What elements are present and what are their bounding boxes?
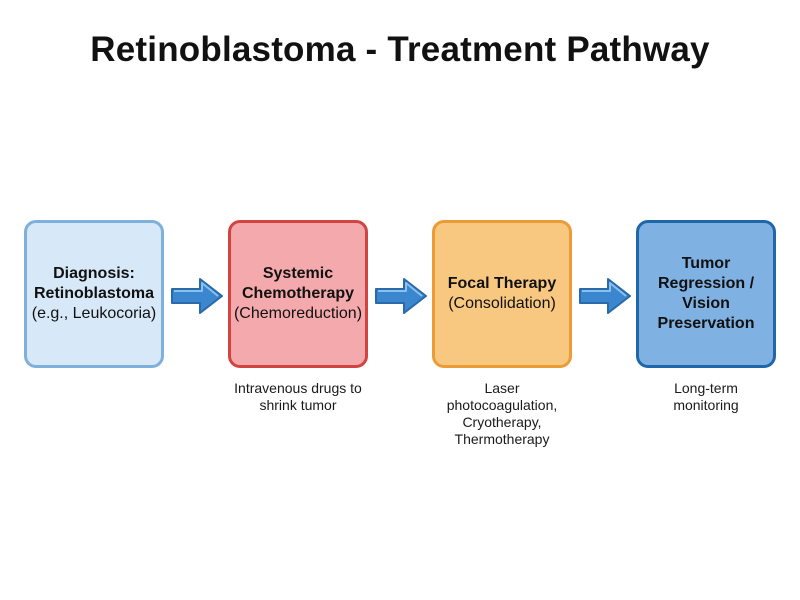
step-diagnosis-subtitle: (e.g., Leukocoria) xyxy=(31,305,157,322)
step-outcome-box: Tumor Regression / Vision Preservation xyxy=(636,220,776,368)
step-focal-therapy-note: Laser photocoagulation, Cryotherapy, The… xyxy=(446,380,558,447)
diagram-title: Retinoblastoma - Treatment Pathway xyxy=(90,30,710,69)
step-focal-therapy-box: Focal Therapy (Consolidation) xyxy=(432,220,572,368)
flow-arrow-icon xyxy=(171,278,223,314)
flow-arrow-icon xyxy=(375,278,427,314)
step-focal-therapy-heading: Focal Therapy xyxy=(447,275,557,292)
step-focal-therapy-subtitle: (Consolidation) xyxy=(448,295,556,312)
step-chemotherapy-note: Intravenous drugs to shrink tumor xyxy=(234,380,362,413)
step-chemotherapy-heading: Systemic Chemotherapy xyxy=(241,265,355,302)
step-diagnosis-box: Diagnosis: Retinoblastoma (e.g., Leukoco… xyxy=(24,220,164,368)
step-chemotherapy-subtitle: (Chemoreduction) xyxy=(233,305,363,322)
step-outcome-note: Long-term monitoring xyxy=(673,380,739,413)
flow-arrow-icon xyxy=(579,278,631,314)
step-chemotherapy-box: Systemic Chemotherapy (Chemoreduction) xyxy=(228,220,368,368)
step-outcome-heading: Tumor Regression / Vision Preservation xyxy=(657,255,755,332)
step-diagnosis-heading: Diagnosis: Retinoblastoma xyxy=(33,265,154,302)
